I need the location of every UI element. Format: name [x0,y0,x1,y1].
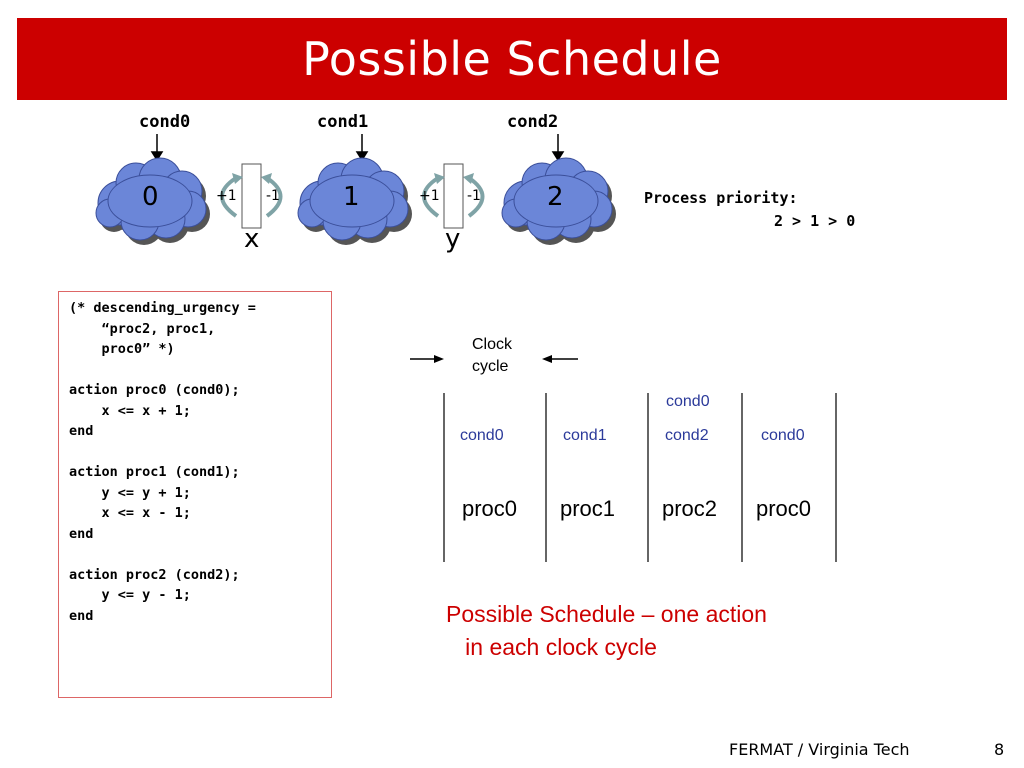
priority-order: 2 > 1 > 0 [774,212,856,230]
schedule-col-4-proc: proc0 [756,496,812,521]
code-box: (* descending_urgency = “proc2, proc1, p… [58,291,332,698]
schedule-col-4-cond: cond0 [761,427,805,444]
clock-cycle-arrows [410,355,578,363]
schedule-col-3-proc: proc2 [662,496,718,521]
process-1-label: 1 [343,182,360,212]
x-dec-label: -1 [266,188,280,204]
process-0-label: 0 [142,182,159,212]
update-arrows [220,176,485,218]
footer-text: FERMAT / Virginia Tech [729,740,910,759]
y-dec-label: -1 [467,188,481,204]
schedule-col-1-proc: proc0 [462,496,518,521]
register-x-label: x [244,224,260,254]
cond-arrows [150,134,565,162]
slide-title: Possible Schedule [302,32,722,86]
code-listing: (* descending_urgency = “proc2, proc1, p… [69,300,256,624]
clock-cycle-label: Clock cycle [472,334,512,378]
clock-label-line1: Clock [472,336,513,353]
process-diagram [95,134,616,245]
register-x-box [241,163,262,229]
register-y-label: y [445,224,461,254]
schedule-col-1-cond: cond0 [460,427,504,444]
cond1-label: cond1 [317,112,369,132]
cond0-label: cond0 [139,112,191,132]
y-inc-label: +1 [419,188,440,204]
process-priority: Process priority: 2 > 1 > 0 [644,187,855,233]
schedule-grid [443,393,837,562]
schedule-col-2-cond: cond1 [563,427,607,444]
register-y-box [443,163,464,229]
schedule-caption: Possible Schedule – one action in each c… [446,601,767,660]
page-number: 8 [994,740,1005,759]
cond2-label: cond2 [507,112,559,132]
update-arrowheads [232,173,474,184]
schedule-col-3-cond: cond2 [665,427,709,444]
process-2-label: 2 [547,182,564,212]
x-inc-label: +1 [216,188,237,204]
schedule-extra-cond: cond0 [666,393,710,410]
title-bar: Possible Schedule [17,18,1007,100]
priority-label: Process priority: [644,189,798,207]
schedule-col-2-proc: proc1 [560,496,616,521]
clock-label-line2: cycle [472,358,509,375]
